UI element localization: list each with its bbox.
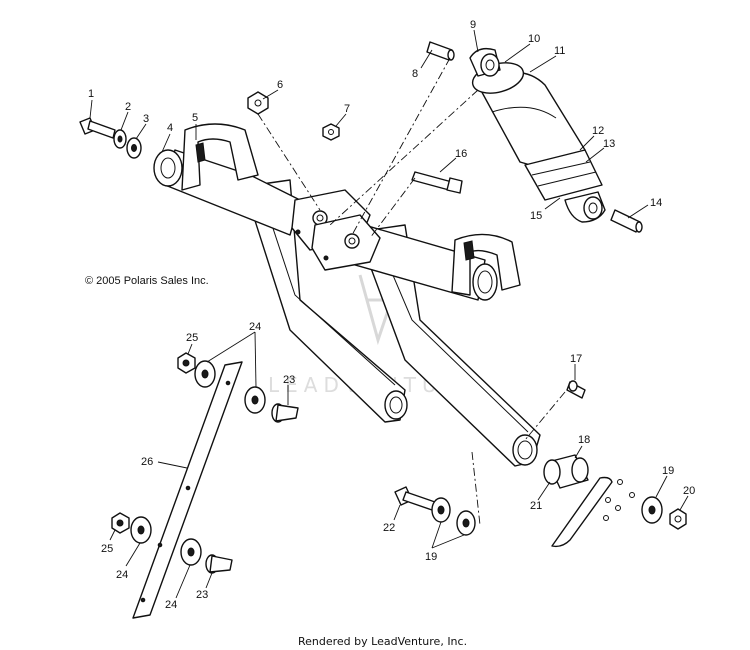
callout-8: 8 <box>412 68 418 80</box>
callout-15: 15 <box>530 210 542 222</box>
callout-23-top: 23 <box>283 374 295 386</box>
washer-24-top <box>194 360 216 388</box>
small-washers <box>603 479 635 521</box>
copyright-text: © 2005 Polaris Sales Inc. <box>85 275 209 287</box>
callout-14: 14 <box>650 197 662 209</box>
callout-12: 12 <box>592 125 604 137</box>
callout-19-right: 19 <box>662 465 674 477</box>
callout-7: 7 <box>344 103 350 115</box>
grease-fitting-17 <box>566 380 586 399</box>
washer-24-mid <box>244 386 266 414</box>
washer-3 <box>126 137 142 159</box>
washer-2 <box>113 129 127 149</box>
callout-13: 13 <box>603 138 615 150</box>
bolt-22 <box>394 486 436 511</box>
callout-10: 10 <box>528 33 540 45</box>
pin-14 <box>610 209 643 233</box>
callout-1: 1 <box>88 88 94 100</box>
washer-19-right <box>641 496 663 524</box>
callout-22: 22 <box>383 522 395 534</box>
nut-7 <box>322 123 340 141</box>
strap-26 <box>132 361 243 619</box>
bolt-23-bottom <box>205 554 233 574</box>
callout-16: 16 <box>455 148 467 160</box>
nut-6 <box>247 91 269 115</box>
swing-arm <box>153 123 541 467</box>
callout-24-bottom-left: 24 <box>116 569 128 581</box>
callout-18: 18 <box>578 434 590 446</box>
nut-20 <box>669 508 687 530</box>
callout-6: 6 <box>277 79 283 91</box>
callout-numbers: 1 2 3 4 5 6 7 8 9 10 11 12 13 14 15 16 1… <box>88 19 695 611</box>
callout-24-bottom-right: 24 <box>165 599 177 611</box>
callout-25-bottom: 25 <box>101 543 113 555</box>
washer-24-bottom-right <box>180 538 202 566</box>
nut-25-bottom <box>111 512 130 534</box>
alignment-lines <box>257 57 566 526</box>
callout-25-top: 25 <box>186 332 198 344</box>
callout-21: 21 <box>530 500 542 512</box>
nut-25-top <box>177 352 196 374</box>
callout-9: 9 <box>470 19 476 31</box>
callout-3: 3 <box>143 113 149 125</box>
callout-17: 17 <box>570 353 582 365</box>
bolt-16 <box>411 171 463 194</box>
callout-11: 11 <box>554 45 565 57</box>
footer-text: Rendered by LeadVenture, Inc. <box>298 635 467 648</box>
bolt-23-top <box>271 403 299 423</box>
callout-4: 4 <box>167 122 173 134</box>
bushing-18 <box>543 454 589 489</box>
leader-lines <box>89 29 689 599</box>
callout-26: 26 <box>141 456 153 468</box>
callout-23-bottom: 23 <box>196 589 208 601</box>
callout-19-left: 19 <box>425 551 437 563</box>
callout-5: 5 <box>192 112 198 124</box>
washers-19-left <box>431 497 476 536</box>
callout-20: 20 <box>683 485 695 497</box>
callout-24-top: 24 <box>249 321 261 333</box>
shim-plate <box>551 476 613 548</box>
callout-2: 2 <box>125 101 131 113</box>
shock-absorber <box>469 47 606 223</box>
bolt-1 <box>79 117 116 139</box>
washer-24-bottom-left <box>130 516 152 544</box>
